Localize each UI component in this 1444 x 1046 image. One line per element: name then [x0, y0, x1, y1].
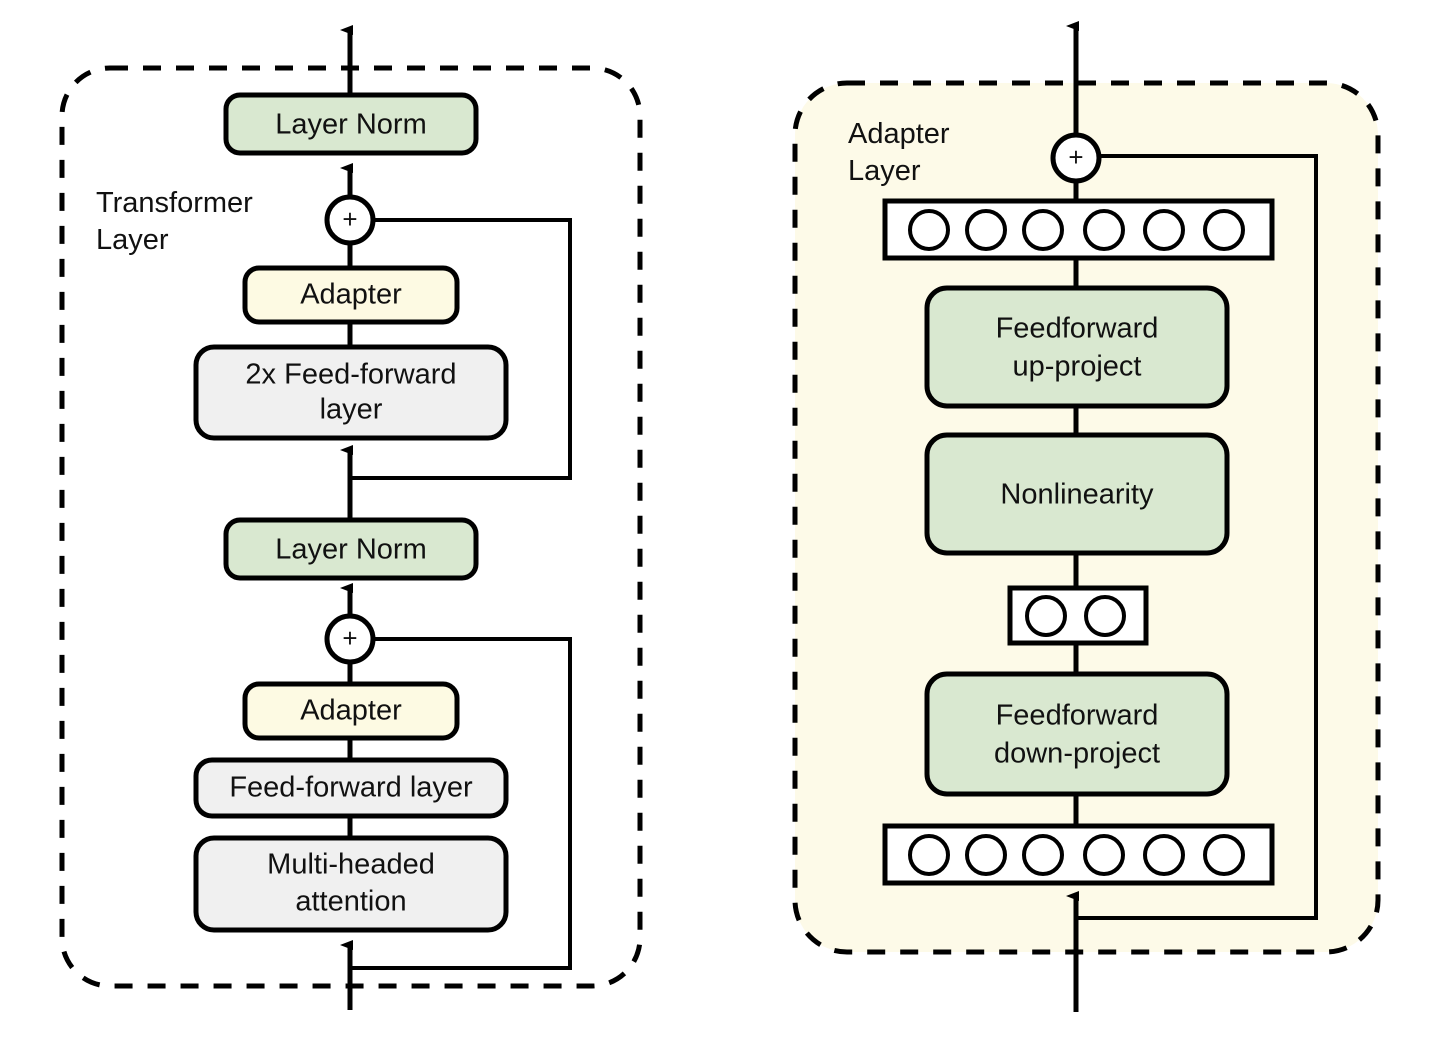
adapter-block-neurons-bottleneck[interactable]	[1007, 585, 1149, 646]
adapter-block-nonlinearity-label: Nonlinearity	[1000, 479, 1154, 511]
adapter-block-feedforward-down-shape	[924, 671, 1230, 797]
neuron-circle	[1143, 834, 1185, 876]
adapter-block-feedforward-down-label2: down-project	[994, 738, 1160, 770]
adapter-layer-label-line2: Layer	[848, 155, 921, 187]
block-feed-forward-label: Feed-forward layer	[229, 772, 473, 804]
block-feed-forward-2x-label2: layer	[320, 394, 383, 426]
neuron-circle	[1083, 209, 1125, 251]
adapter-residual-connection	[1076, 154, 1318, 920]
block-attention-label: Multi-headed	[267, 849, 435, 881]
add-circle-bottom-label: +	[342, 623, 357, 653]
block-attention[interactable]: Multi-headed attention	[193, 835, 509, 933]
block-layer-norm-top-shape	[223, 92, 479, 156]
adapter-block-feedforward-up-shape	[924, 285, 1230, 409]
transformer-layer-label-line1: Transformer	[96, 187, 253, 219]
neuron-circle	[1084, 595, 1126, 637]
block-feed-forward-shape	[193, 757, 509, 819]
block-attention-label2: attention	[295, 886, 406, 918]
neuron-circle	[1022, 209, 1064, 251]
adapter-block-feedforward-up-label2: up-project	[1013, 351, 1142, 383]
block-adapter-bottom-shape	[242, 681, 460, 741]
block-layer-norm-mid-label: Layer Norm	[275, 534, 427, 566]
block-layer-norm-top-label: Layer Norm	[275, 109, 427, 141]
adapter-layer-label-line1: Adapter	[848, 118, 950, 150]
block-adapter-top[interactable]: Adapter	[242, 265, 460, 325]
add-circle-bottom-shape	[324, 613, 376, 665]
block-add-top[interactable]: +	[324, 194, 376, 246]
neuron-circle	[908, 209, 950, 251]
block-add-bottom[interactable]: +	[324, 613, 376, 665]
residual-connection-lower	[350, 637, 572, 970]
block-feed-forward-2x-shape	[193, 344, 509, 441]
neuron-circle	[908, 834, 950, 876]
neuron-circle	[965, 209, 1007, 251]
block-layer-norm-top[interactable]: Layer Norm	[223, 92, 479, 156]
block-feed-forward-2x-label: 2x Feed-forward	[245, 359, 456, 391]
neuron-circle	[1203, 209, 1245, 251]
block-adapter-bottom[interactable]: Adapter	[242, 681, 460, 741]
block-attention-shape	[193, 835, 509, 933]
add-circle-top-label: +	[342, 204, 357, 234]
block-feed-forward-2x[interactable]: 2x Feed-forward layer	[193, 344, 509, 441]
add-circle-top-shape	[324, 194, 376, 246]
adapter-block-feedforward-up[interactable]: Feedforward up-project	[924, 285, 1230, 409]
residual-connection-upper	[350, 218, 572, 480]
adapter-layer-panel: Adapter Layer + Feedf	[792, 21, 1381, 1012]
adapter-block-neurons-input[interactable]	[882, 823, 1275, 886]
neuron-circle	[1025, 595, 1067, 637]
adapter-add-circle-label: +	[1068, 142, 1083, 172]
transformer-layer-panel: Transformer Layer Layer Norm + Adapte	[59, 25, 643, 1010]
adapter-block-nonlinearity[interactable]: Nonlinearity	[924, 432, 1230, 556]
block-adapter-bottom-label: Adapter	[300, 695, 402, 727]
neuron-circle	[1203, 834, 1245, 876]
transformer-layer-label-line2: Layer	[96, 224, 169, 256]
neuron-circle	[965, 834, 1007, 876]
adapter-block-feedforward-down[interactable]: Feedforward down-project	[924, 671, 1230, 797]
neuron-circle	[1143, 209, 1185, 251]
block-layer-norm-mid[interactable]: Layer Norm	[223, 517, 479, 581]
adapter-block-neurons-output[interactable]	[882, 198, 1275, 261]
block-adapter-top-shape	[242, 265, 460, 325]
block-layer-norm-mid-shape	[223, 517, 479, 581]
neuron-circle	[1022, 834, 1064, 876]
block-feed-forward[interactable]: Feed-forward layer	[193, 757, 509, 819]
adapter-block-add[interactable]: +	[1050, 132, 1102, 184]
neuron-circle	[1083, 834, 1125, 876]
adapter-add-circle-shape	[1050, 132, 1102, 184]
adapter-block-nonlinearity-shape	[924, 432, 1230, 556]
adapter-block-feedforward-down-label: Feedforward	[996, 700, 1159, 732]
adapter-block-feedforward-up-label: Feedforward	[996, 313, 1159, 345]
block-adapter-top-label: Adapter	[300, 279, 402, 311]
